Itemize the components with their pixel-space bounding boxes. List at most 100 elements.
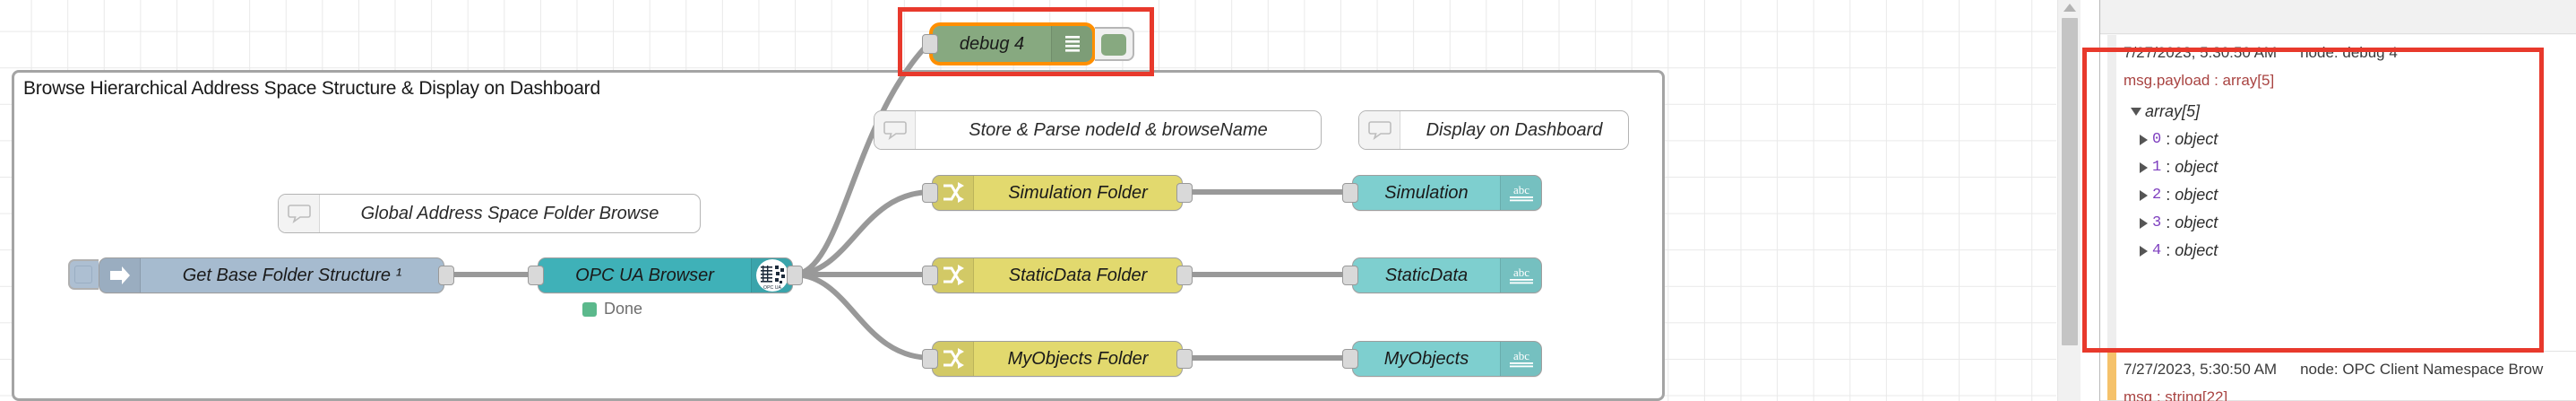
debug-toggle-indicator	[1101, 34, 1126, 56]
debug-tree-item-separator: :	[2166, 186, 2171, 204]
chevron-right-icon[interactable]	[2140, 134, 2148, 145]
switch-icon	[933, 258, 974, 292]
comment-icon	[279, 195, 320, 232]
port-input-staticdata-folder[interactable]	[922, 266, 938, 285]
port-output-simulation-folder[interactable]	[1176, 183, 1193, 203]
debug-tree-item-value: object	[2175, 130, 2218, 148]
node-label: Simulation	[1384, 182, 1469, 203]
debug-source-node: node: OPC Client Namespace Brow	[2300, 361, 2544, 378]
port-input-staticdata[interactable]	[1342, 266, 1358, 285]
debug-lines-icon	[1051, 26, 1092, 62]
opc-ua-icon: OPC UA	[751, 258, 792, 292]
comment-label: Display on Dashboard	[1426, 119, 1603, 140]
debug-tree-item-value: object	[2175, 241, 2218, 259]
node-label: StaticData	[1384, 265, 1469, 285]
debug-tree-item-key: 0	[2152, 131, 2162, 148]
node-debug-4[interactable]: debug 4	[929, 22, 1096, 65]
port-input-opcua-browser[interactable]	[528, 266, 544, 285]
chevron-right-icon[interactable]	[2140, 161, 2148, 173]
scrollbar-thumb[interactable]	[2062, 18, 2078, 345]
debug-tree-item[interactable]: 3 : object	[2140, 214, 2566, 232]
debug-tree-item-key: 4	[2152, 242, 2162, 259]
node-myobjects-folder[interactable]: MyObjects Folder	[932, 341, 1183, 377]
port-output-opcua-browser[interactable]	[787, 266, 803, 285]
canvas-vertical-scrollbar[interactable]	[2057, 0, 2081, 401]
comment-label: Global Address Space Folder Browse	[360, 203, 659, 223]
debug-sidebar: 7/27/2023, 5:30:50 AM node: debug 4 msg.…	[2082, 0, 2576, 401]
debug-sidebar-toolbar[interactable]	[2100, 0, 2576, 34]
debug-tree-item[interactable]: 4 : object	[2140, 241, 2566, 260]
node-staticdata-folder[interactable]: StaticData Folder	[932, 257, 1183, 293]
inject-arrow-icon	[99, 258, 141, 292]
debug-source-node: node: debug 4	[2300, 44, 2398, 61]
debug-message-property: msg : string[22]	[2124, 388, 2228, 401]
port-input-simulation[interactable]	[1342, 183, 1358, 203]
port-input-debug-4[interactable]	[922, 34, 938, 54]
debug-tree-item-value: object	[2175, 186, 2218, 204]
node-myobjects-dashboard-text[interactable]: MyObjects abc	[1352, 341, 1542, 377]
abc-text-icon: abc	[1500, 342, 1541, 376]
switch-icon	[933, 176, 974, 210]
node-opc-ua-browser[interactable]: OPC UA Browser	[538, 257, 793, 293]
comment-icon	[874, 111, 916, 149]
node-simulation-folder[interactable]: Simulation Folder	[932, 175, 1183, 211]
port-output-staticdata-folder[interactable]	[1176, 266, 1193, 285]
svg-text:abc: abc	[1512, 349, 1529, 362]
flow-group-title: Browse Hierarchical Address Space Struct…	[23, 78, 600, 99]
port-input-simulation-folder[interactable]	[922, 183, 938, 203]
node-label: StaticData Folder	[1008, 265, 1148, 285]
comment-store-parse-nodeid-browsename[interactable]: Store & Parse nodeId & browseName	[874, 110, 1322, 150]
debug-timestamp: 7/27/2023, 5:30:50 AM	[2124, 44, 2278, 61]
port-input-myobjects-folder[interactable]	[922, 349, 938, 369]
debug-tree-item-key: 3	[2152, 214, 2162, 231]
inject-trigger-button[interactable]	[68, 259, 99, 290]
debug-tree-item[interactable]: 0 : object	[2140, 130, 2566, 149]
chevron-down-icon[interactable]	[2131, 108, 2141, 116]
debug-message-accent-bar	[2107, 35, 2116, 351]
debug-tree-root[interactable]: array[5]	[2131, 102, 2566, 121]
wire-layer	[444, 42, 1344, 362]
chevron-right-icon[interactable]	[2140, 217, 2148, 229]
node-staticdata-dashboard-text[interactable]: StaticData abc	[1352, 257, 1542, 293]
node-label: OPC UA Browser	[575, 265, 714, 285]
debug-message-header: 7/27/2023, 5:30:50 AM node: OPC Client N…	[2124, 361, 2566, 379]
node-get-base-folder-structure[interactable]: Get Base Folder Structure ¹	[99, 257, 444, 293]
debug-tree-item-separator: :	[2166, 214, 2171, 231]
node-label: debug 4	[959, 33, 1025, 54]
debug-message-header: 7/27/2023, 5:30:50 AM node: debug 4	[2124, 44, 2566, 62]
debug-tree-item-value: object	[2175, 158, 2218, 176]
node-label: MyObjects Folder	[1007, 348, 1149, 369]
svg-text:OPC UA: OPC UA	[763, 285, 781, 291]
port-input-myobjects[interactable]	[1342, 349, 1358, 369]
status-dot	[582, 301, 597, 317]
abc-text-icon: abc	[1500, 176, 1541, 210]
node-simulation-dashboard-text[interactable]: Simulation abc	[1352, 175, 1542, 211]
debug-timestamp: 7/27/2023, 5:30:50 AM	[2124, 361, 2278, 378]
scroll-up-arrow-icon[interactable]	[2063, 4, 2076, 12]
chevron-right-icon[interactable]	[2140, 189, 2148, 201]
debug-message-entry[interactable]: 7/27/2023, 5:30:50 AM node: OPC Client N…	[2100, 352, 2576, 401]
status-label: Done	[604, 300, 643, 318]
svg-text:abc: abc	[1512, 183, 1529, 196]
debug-tree-item-separator: :	[2166, 158, 2171, 176]
comment-label: Store & Parse nodeId & browseName	[969, 119, 1268, 140]
node-label: Get Base Folder Structure ¹	[182, 265, 402, 285]
wire-browser-to-myobjects	[792, 272, 933, 361]
debug-message-entry[interactable]: 7/27/2023, 5:30:50 AM node: debug 4 msg.…	[2100, 35, 2576, 352]
flow-canvas[interactable]: Browse Hierarchical Address Space Struct…	[0, 0, 2056, 401]
port-output-myobjects-folder[interactable]	[1176, 349, 1193, 369]
port-output-inject[interactable]	[438, 266, 454, 285]
debug-tree-item-separator: :	[2166, 130, 2171, 148]
comment-display-on-dashboard[interactable]: Display on Dashboard	[1358, 110, 1629, 150]
debug-tree-item[interactable]: 2 : object	[2140, 186, 2566, 205]
debug-tree-item[interactable]: 1 : object	[2140, 158, 2566, 177]
wire-browser-to-simulation	[792, 189, 933, 277]
debug-enable-toggle-button[interactable]	[1095, 27, 1134, 61]
comment-icon	[1359, 111, 1400, 149]
wire-browser-to-debug	[792, 42, 930, 277]
comment-global-address-space-folder-browse[interactable]: Global Address Space Folder Browse	[278, 194, 701, 233]
debug-tree-item-value: object	[2175, 214, 2218, 231]
debug-tree-root-label: array[5]	[2145, 102, 2201, 120]
chevron-right-icon[interactable]	[2140, 245, 2148, 257]
